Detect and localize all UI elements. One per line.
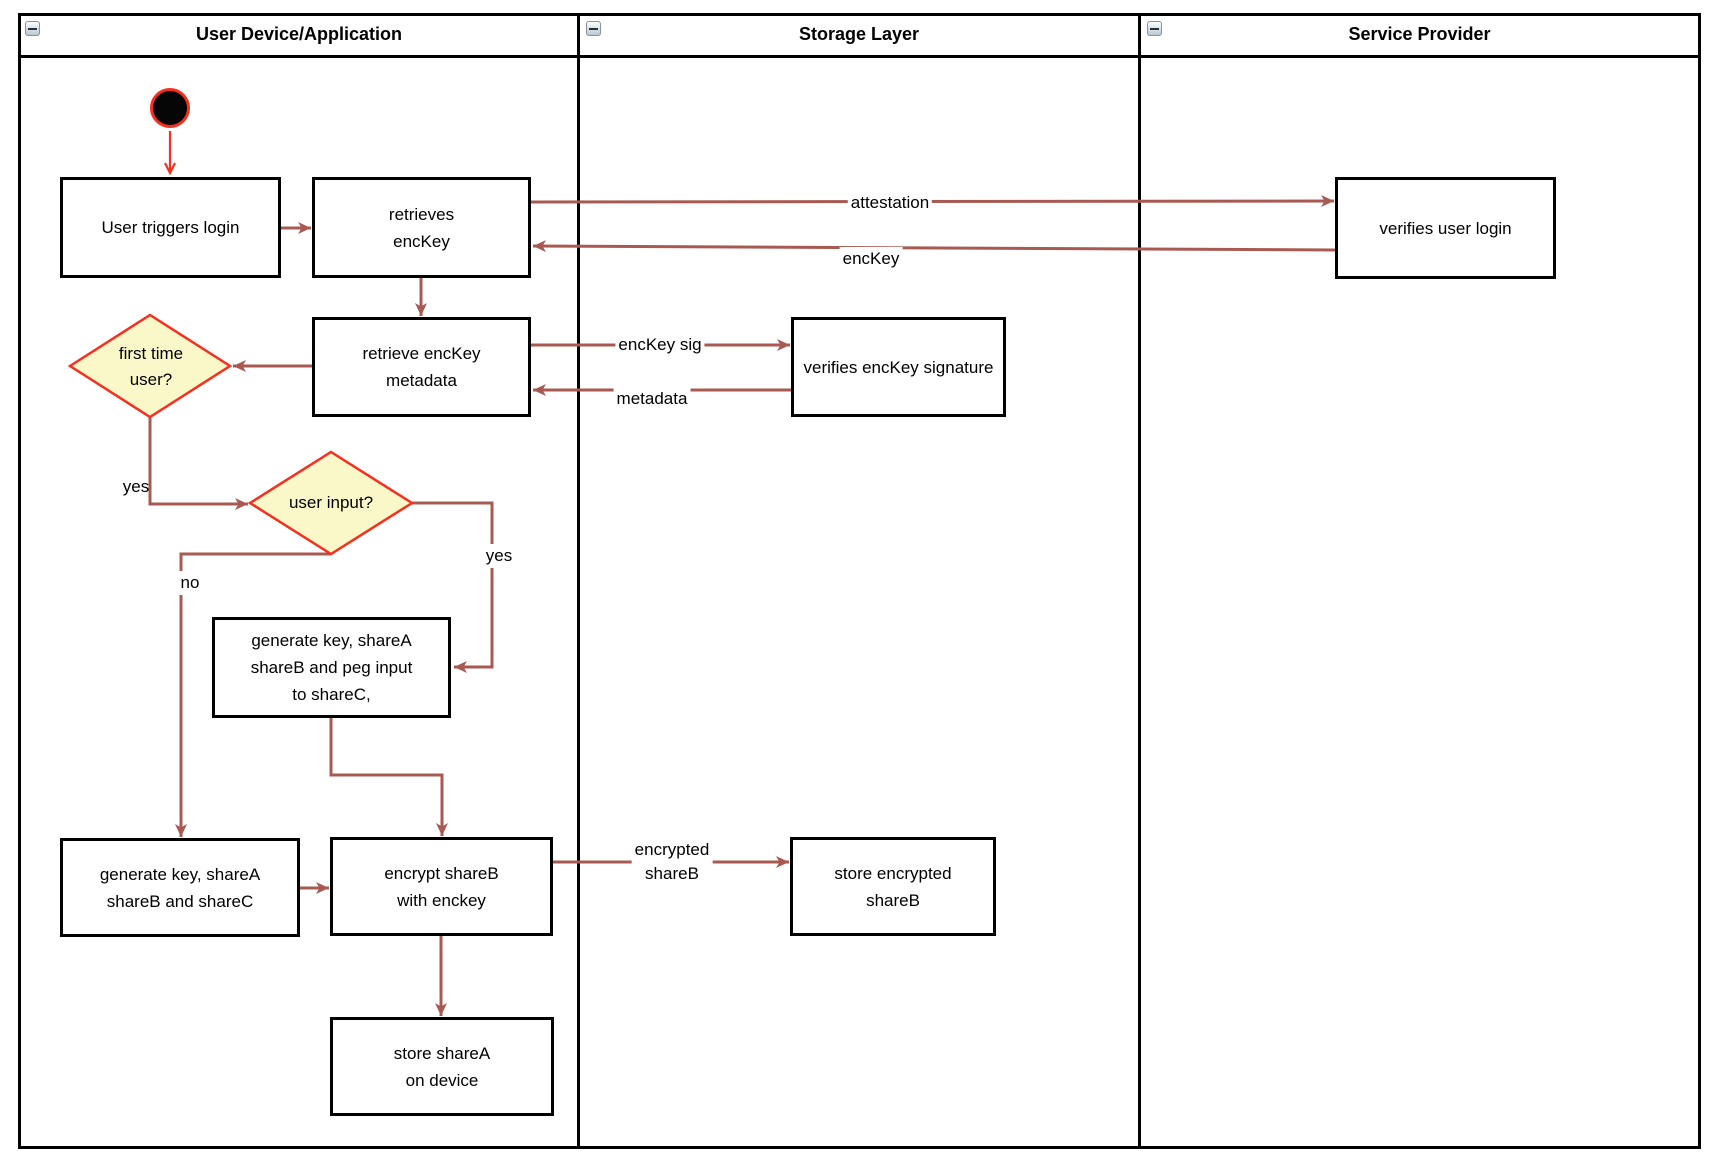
node-retrieve-enckey-metadata[interactable]: retrieve encKey metadata — [312, 317, 531, 417]
minus-icon — [1150, 27, 1159, 30]
lane-divider-2 — [1138, 16, 1141, 1146]
node-encrypt-shareb[interactable]: encrypt shareB with enckey — [330, 837, 553, 936]
edge-label-line1: encrypted — [634, 840, 710, 859]
edge-userinput-yes[interactable] — [412, 501, 494, 673]
edge-label-enckey[interactable]: encKey — [839, 247, 903, 271]
node-label: verifies encKey signature — [803, 357, 994, 377]
edge-label-line2: shareB — [645, 864, 699, 883]
node-generate-key-sharec[interactable]: generate key, shareA shareB and shareC — [60, 838, 300, 937]
lane-title-service: Service Provider — [1348, 24, 1491, 44]
node-label-line3: to shareC, — [292, 685, 371, 704]
node-label-line2: metadata — [386, 371, 457, 390]
node-label-line1: store encrypted — [834, 863, 952, 883]
node-label: User triggers login — [101, 218, 240, 237]
node-label-line2: on device — [405, 1070, 479, 1090]
lane-header-separator — [18, 55, 1701, 58]
node-label-line1: generate key, shareA — [251, 631, 412, 650]
node-label-line2: with enckey — [397, 890, 486, 910]
node-label-line1: store shareA — [393, 1043, 491, 1063]
edge-label-attestation[interactable]: attestation — [847, 191, 933, 215]
collapse-lane-button-storage[interactable] — [586, 21, 601, 36]
minus-icon — [589, 27, 598, 30]
node-label-line1: generate key, shareA — [99, 864, 261, 884]
edge-label-user-input-no[interactable]: no — [177, 571, 203, 595]
node-user-triggers-login[interactable]: User triggers login — [60, 177, 281, 278]
node-label-line2: shareB and peg input — [250, 658, 413, 677]
decision-label-line2: user? — [129, 370, 173, 389]
node-label-line2: encKey — [393, 231, 450, 251]
edge-label-metadata[interactable]: metadata — [613, 387, 691, 411]
edge-userinput-no[interactable] — [175, 552, 331, 837]
node-label-line1: encrypt shareB — [384, 863, 499, 883]
decision-label-first-time-user[interactable]: first time user? — [119, 341, 183, 393]
lane-title-user-device: User Device/Application — [195, 24, 403, 44]
edge-peg-to-encrypt[interactable] — [329, 717, 448, 836]
node-verifies-enckey-signature[interactable]: verifies encKey signature — [791, 317, 1006, 417]
node-label-line1: retrieves — [388, 204, 455, 224]
decision-first-time-user[interactable] — [67, 313, 233, 419]
node-label-line1: retrieve encKey — [362, 344, 481, 363]
node-label: verifies user login — [1379, 218, 1512, 238]
minus-icon — [28, 27, 37, 30]
lane-title-storage: Storage Layer — [798, 24, 920, 44]
edge-label-encrypted-shareb[interactable]: encrypted shareB — [631, 838, 713, 886]
node-generate-key-peg-input[interactable]: generate key, shareA shareB and peg inpu… — [212, 617, 451, 718]
collapse-lane-button-user-device[interactable] — [25, 21, 40, 36]
decision-label-user-input[interactable]: user input? — [288, 493, 374, 512]
collapse-lane-button-service[interactable] — [1147, 21, 1162, 36]
edge-label-first-time-yes[interactable]: yes — [122, 477, 150, 496]
node-retrieves-enckey[interactable]: retrieves encKey — [312, 177, 531, 278]
node-store-sharea-on-device[interactable]: store shareA on device — [330, 1017, 554, 1116]
edge-firsttime-yes[interactable] — [148, 417, 248, 510]
node-label-line2: shareB and shareC — [106, 891, 254, 911]
edge-label-user-input-yes[interactable]: yes — [482, 544, 516, 568]
node-verifies-user-login[interactable]: verifies user login — [1335, 177, 1556, 279]
node-store-encrypted-shareb[interactable]: store encrypted shareB — [790, 837, 996, 936]
decision-label-line1: first time — [118, 344, 184, 363]
edge-label-enckey-sig[interactable]: encKey sig — [615, 333, 705, 357]
lane-divider-1 — [577, 16, 580, 1146]
decision-user-input[interactable] — [247, 450, 415, 556]
node-label-line2: shareB — [866, 890, 920, 910]
start-node[interactable] — [150, 88, 190, 128]
edge-enckey-return[interactable] — [532, 240, 1336, 253]
